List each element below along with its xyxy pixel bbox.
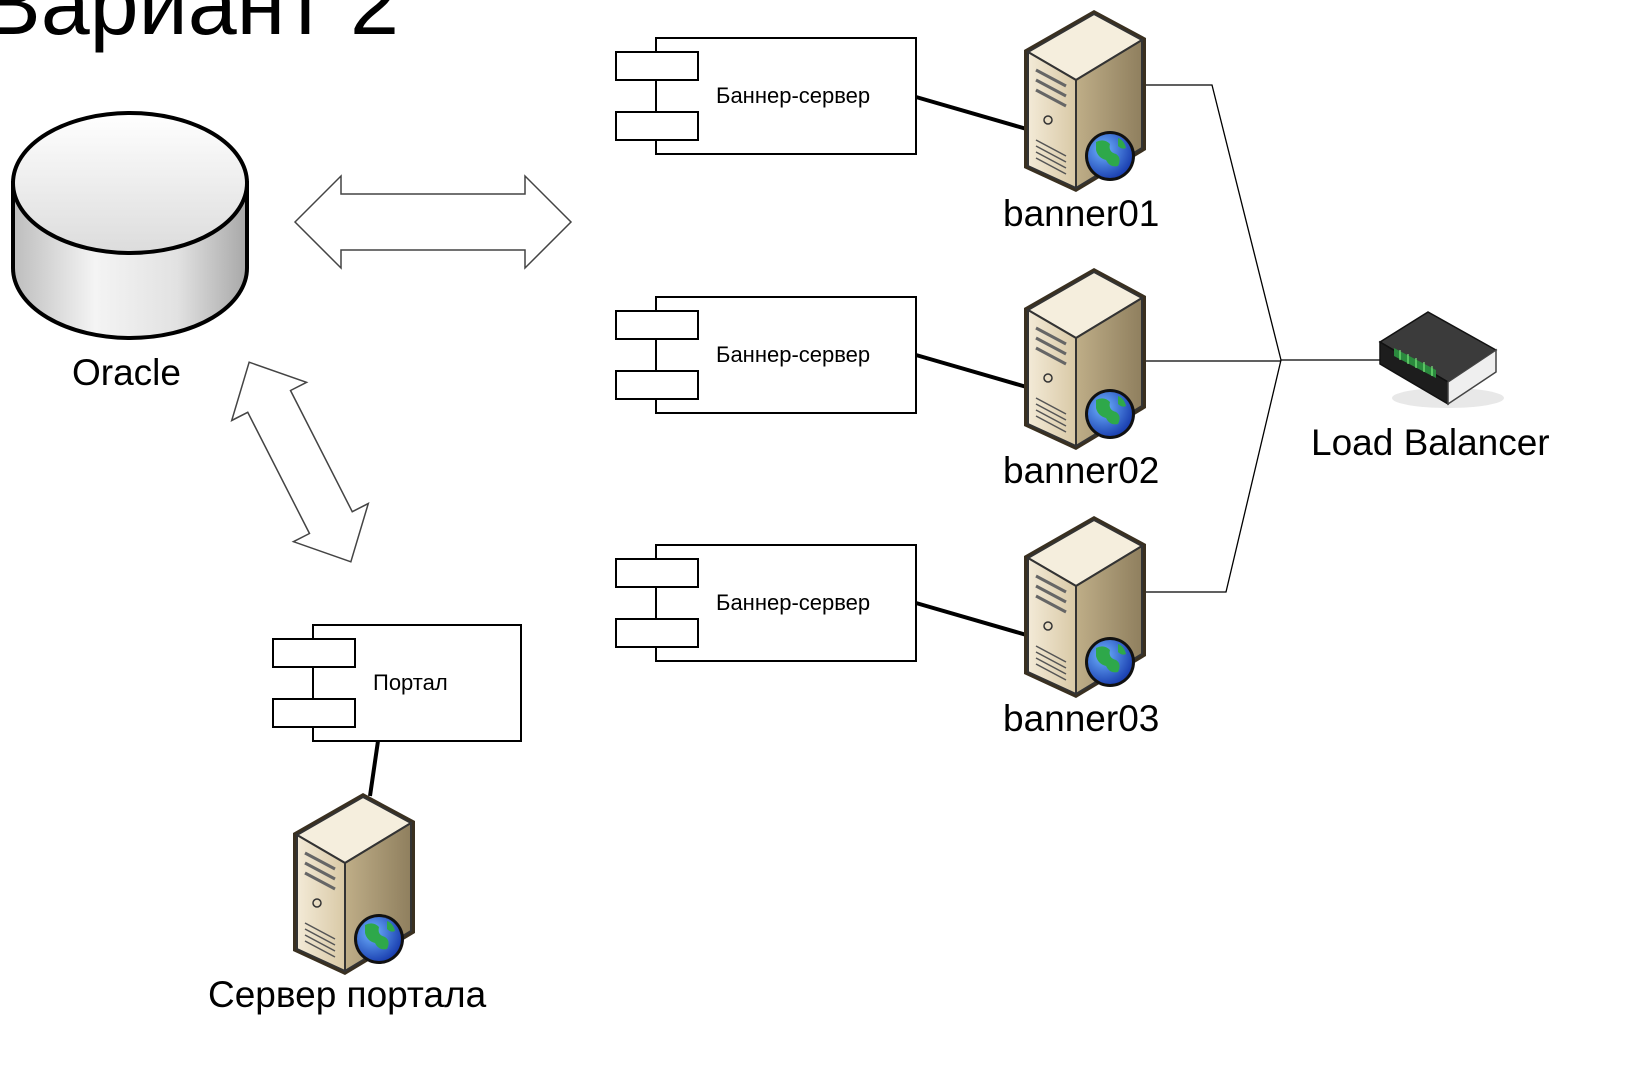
banner-component-label-3: Баннер-сервер [716,590,871,615]
slide-title: Вариант 2 [0,0,399,53]
server-banner02-icon [1022,266,1148,452]
component-link-3 [915,601,1031,638]
server-banner03-icon [1022,514,1148,700]
banner-component-label-1: Баннер-сервер [716,83,871,108]
load-balancer-device-icon [1378,311,1504,408]
database-label: Oracle [72,352,181,393]
server-label-banner02: banner02 [1003,450,1160,491]
balancer-links [1146,84,1384,593]
portal-component-label: Портал [373,670,448,695]
database-cylinder-icon [11,111,249,340]
db-to-portal-arrow-icon [230,361,370,563]
server-portal-icon [291,791,417,977]
component-link-1 [915,95,1031,132]
server-label-banner03: banner03 [1003,698,1160,739]
portal-component [272,624,522,742]
load-balancer-label: Load Balancer [1311,422,1550,463]
component-link-2 [915,353,1031,390]
banner-component-label-2: Баннер-сервер [716,342,871,367]
portal-link [368,740,380,797]
server-label-portal: Сервер портала [208,974,487,1015]
server-label-banner01: banner01 [1003,193,1160,234]
db-to-banner-arrow-icon [294,175,572,269]
server-banner01-icon [1022,8,1148,194]
